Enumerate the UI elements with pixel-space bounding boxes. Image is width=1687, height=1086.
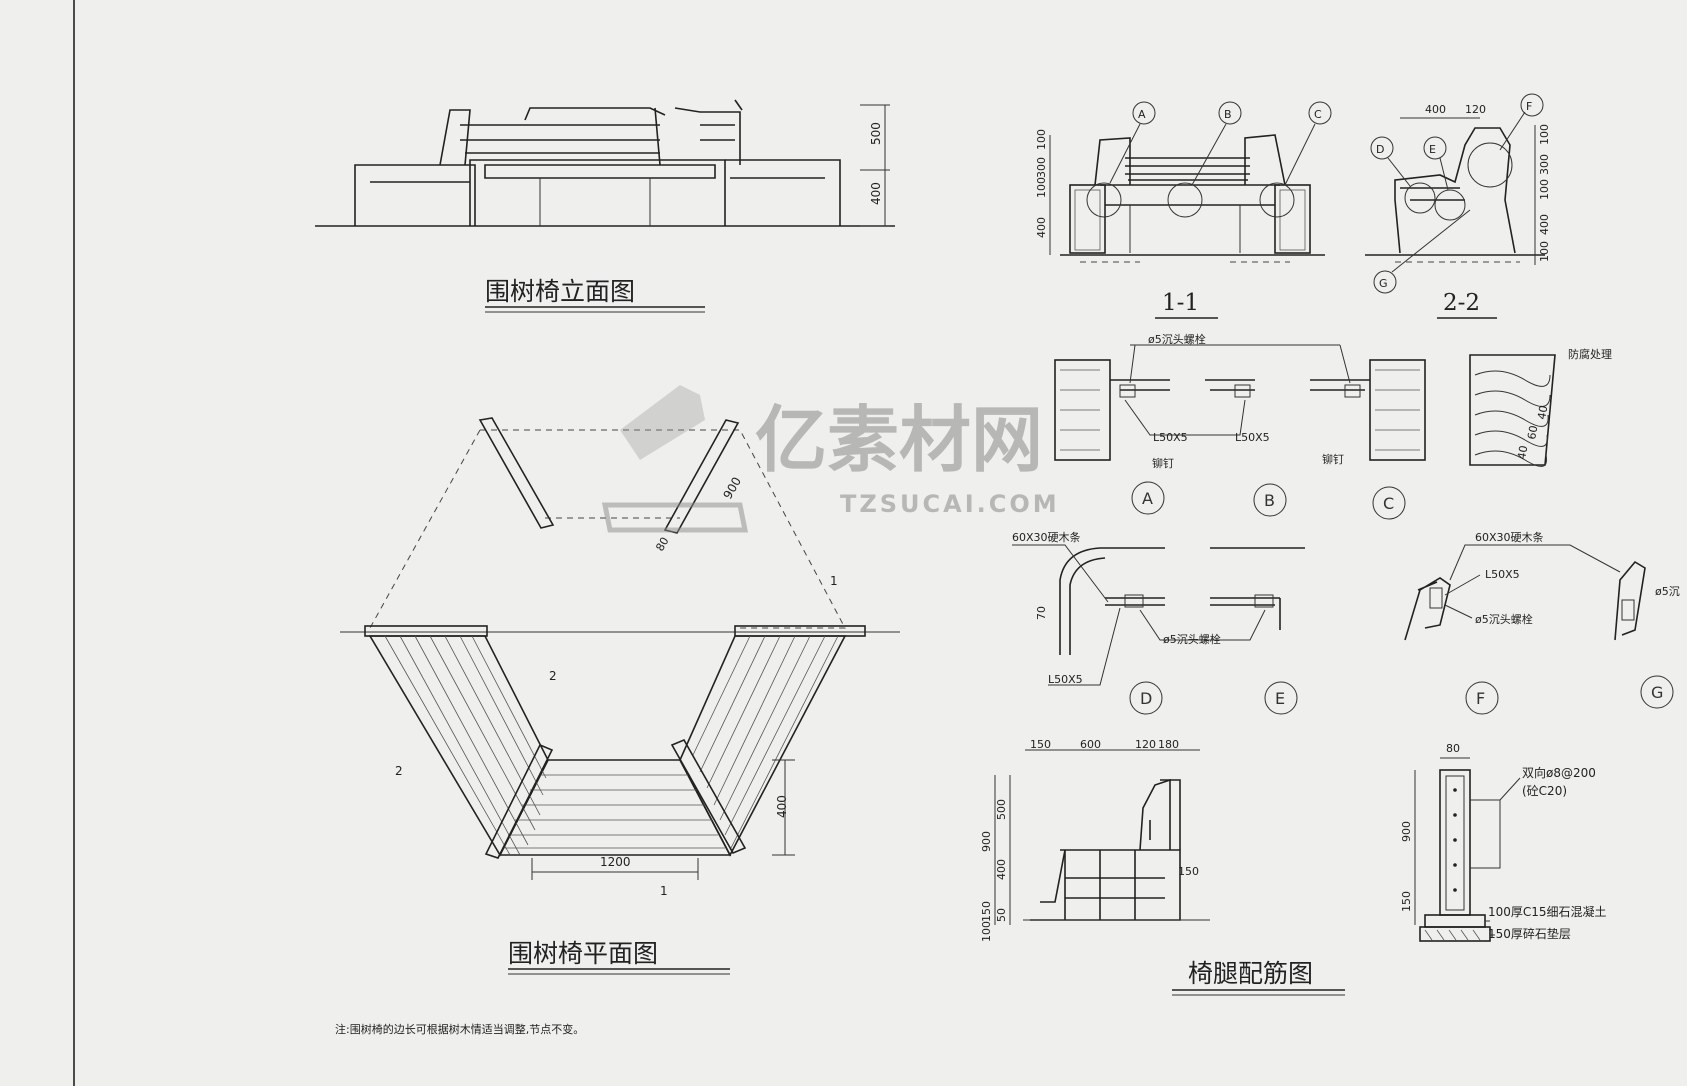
callout-d-2: D [1140, 689, 1152, 708]
elevation-view: 500 400 [315, 99, 895, 227]
callout-b-1: B [1224, 108, 1232, 121]
s2-dim-top-0: 400 [1425, 103, 1446, 116]
s1-dim-3: 400 [1035, 217, 1048, 238]
leg-dim-top-0: 150 [1030, 738, 1051, 751]
s2-dim-r0: 100 [1538, 124, 1551, 145]
rebar-base1-label: 100厚C15细石混凝土 [1488, 904, 1607, 919]
detail-rivet-label-1: 铆钉 [1152, 456, 1174, 470]
elev-dim-400: 400 [869, 182, 883, 205]
detail-phi5-label: ø5沉 [1655, 585, 1680, 598]
callout-f-2: F [1476, 689, 1485, 708]
leg-dim-top-2: 120 [1135, 738, 1156, 751]
leg-dim-100: 100 [980, 921, 993, 942]
section-2-title: 2-2 [1443, 290, 1480, 316]
rebar-concrete-label: (砼C20) [1522, 784, 1567, 798]
rebar-title: 椅腿配筋图 [1188, 959, 1313, 988]
plan-dim-400: 400 [775, 795, 789, 818]
detail-angle-label-d: L50X5 [1048, 673, 1083, 686]
detail-dim-40b: 40 [1535, 404, 1550, 420]
section-2-2: D E F G 400 120 100 300 100 400 100 [1365, 93, 1551, 294]
plan-title: 围树椅平面图 [508, 939, 658, 968]
leg-dim-150: 150 [980, 901, 993, 922]
leg-dim-top-1: 600 [1080, 738, 1101, 751]
callout-c-1: C [1314, 108, 1322, 121]
callout-f-1: F [1526, 100, 1532, 113]
callout-e-2: E [1275, 689, 1285, 708]
callout-g-1: G [1379, 277, 1388, 290]
detail-bolt-label-f: ø5沉头螺栓 [1475, 612, 1533, 626]
s1-dim-2: 100 [1035, 177, 1048, 198]
callout-d-1: D [1376, 143, 1384, 156]
section-mark-1-top: 1 [830, 574, 838, 588]
detail-rivet-label-2: 铆钉 [1322, 452, 1344, 466]
callout-a-2: A [1142, 489, 1153, 508]
plan-view: 1200 400 900 80 1 2 2 1 [340, 417, 900, 898]
s2-dim-r4: 100 [1538, 241, 1551, 262]
leg-dim-top-3: 180 [1158, 738, 1179, 751]
callout-e-1: E [1429, 143, 1436, 156]
elevation-title: 围树椅立面图 [485, 277, 635, 306]
rebar-dim-80: 80 [1446, 742, 1460, 755]
details-abc: ø5沉头螺栓 L50X5 L50X5 铆钉 铆钉 A B C 防腐处理 40 6… [1054, 332, 1612, 520]
rebar-dim-900: 900 [1400, 821, 1413, 842]
detail-preservative-label: 防腐处理 [1568, 347, 1612, 361]
section-1-1: A B C 100 300 100 400 [1035, 101, 1332, 263]
detail-dim-40: 40 [1515, 444, 1530, 460]
plan-dim-900: 900 [720, 475, 744, 502]
leg-dim-50: 50 [995, 908, 1008, 922]
detail-angle-label-a: L50X5 [1153, 431, 1188, 444]
footnote: 注:围树椅的边长可根据树木情适当调整,节点不变。 [335, 1022, 584, 1036]
s2-dim-r2: 100 [1538, 179, 1551, 200]
watermark-brand: 亿素材网 [755, 398, 1043, 482]
section-mark-2-left: 2 [395, 764, 403, 778]
leg-elevation: 150 600 120 180 900 500 400 150 100 50 1… [980, 738, 1210, 942]
plan-dim-80: 80 [653, 535, 671, 554]
detail-dim-60: 60 [1525, 424, 1540, 440]
callout-g-2: G [1651, 683, 1663, 702]
leg-dim-400: 400 [995, 859, 1008, 880]
watermark-url: TZSUCAI.COM [840, 490, 1060, 518]
detail-wood-strip-label: 60X30硬木条 [1012, 530, 1081, 544]
rebar-bars-label: 双向ø8@200 [1522, 765, 1596, 780]
detail-dim-70: 70 [1035, 606, 1048, 620]
detail-bolt-label-d: ø5沉头螺栓 [1163, 632, 1221, 646]
section-1-title: 1-1 [1162, 290, 1199, 316]
detail-bolt-label-1: ø5沉头螺栓 [1148, 332, 1206, 346]
elev-dim-500: 500 [869, 122, 883, 145]
s1-dim-0: 100 [1035, 129, 1048, 150]
s2-dim-top-1: 120 [1465, 103, 1486, 116]
s2-dim-r3: 400 [1538, 214, 1551, 235]
leg-dim-500: 500 [995, 799, 1008, 820]
leg-dim-900: 900 [980, 831, 993, 852]
callout-c-2: C [1383, 494, 1394, 513]
details-defg: 60X30硬木条 70 L50X5 ø5沉头螺栓 D E L50X5 ø5沉头螺… [1012, 530, 1680, 715]
rebar-base2-label: 150厚碎石垫层 [1488, 926, 1571, 941]
leg-dim-side: 150 [1178, 865, 1199, 878]
watermark: 亿素材网 TZSUCAI.COM [601, 385, 1060, 533]
s1-dim-1: 300 [1035, 157, 1048, 178]
rebar-detail: 80 900 150 双向ø8@200 (砼C20) 100厚C15细石混凝土 … [1400, 742, 1607, 942]
section-mark-1-bottom: 1 [660, 884, 668, 898]
detail-wood-strip-label-2: 60X30硬木条 [1475, 530, 1544, 544]
section-mark-2-mid: 2 [549, 669, 557, 683]
plan-dim-1200: 1200 [600, 855, 631, 869]
detail-angle-label-f: L50X5 [1485, 568, 1520, 581]
s2-dim-r1: 300 [1538, 154, 1551, 175]
callout-a-1: A [1138, 108, 1146, 121]
detail-angle-label-b: L50X5 [1235, 431, 1270, 444]
rebar-dim-150: 150 [1400, 891, 1413, 912]
callout-b-2: B [1264, 491, 1275, 510]
